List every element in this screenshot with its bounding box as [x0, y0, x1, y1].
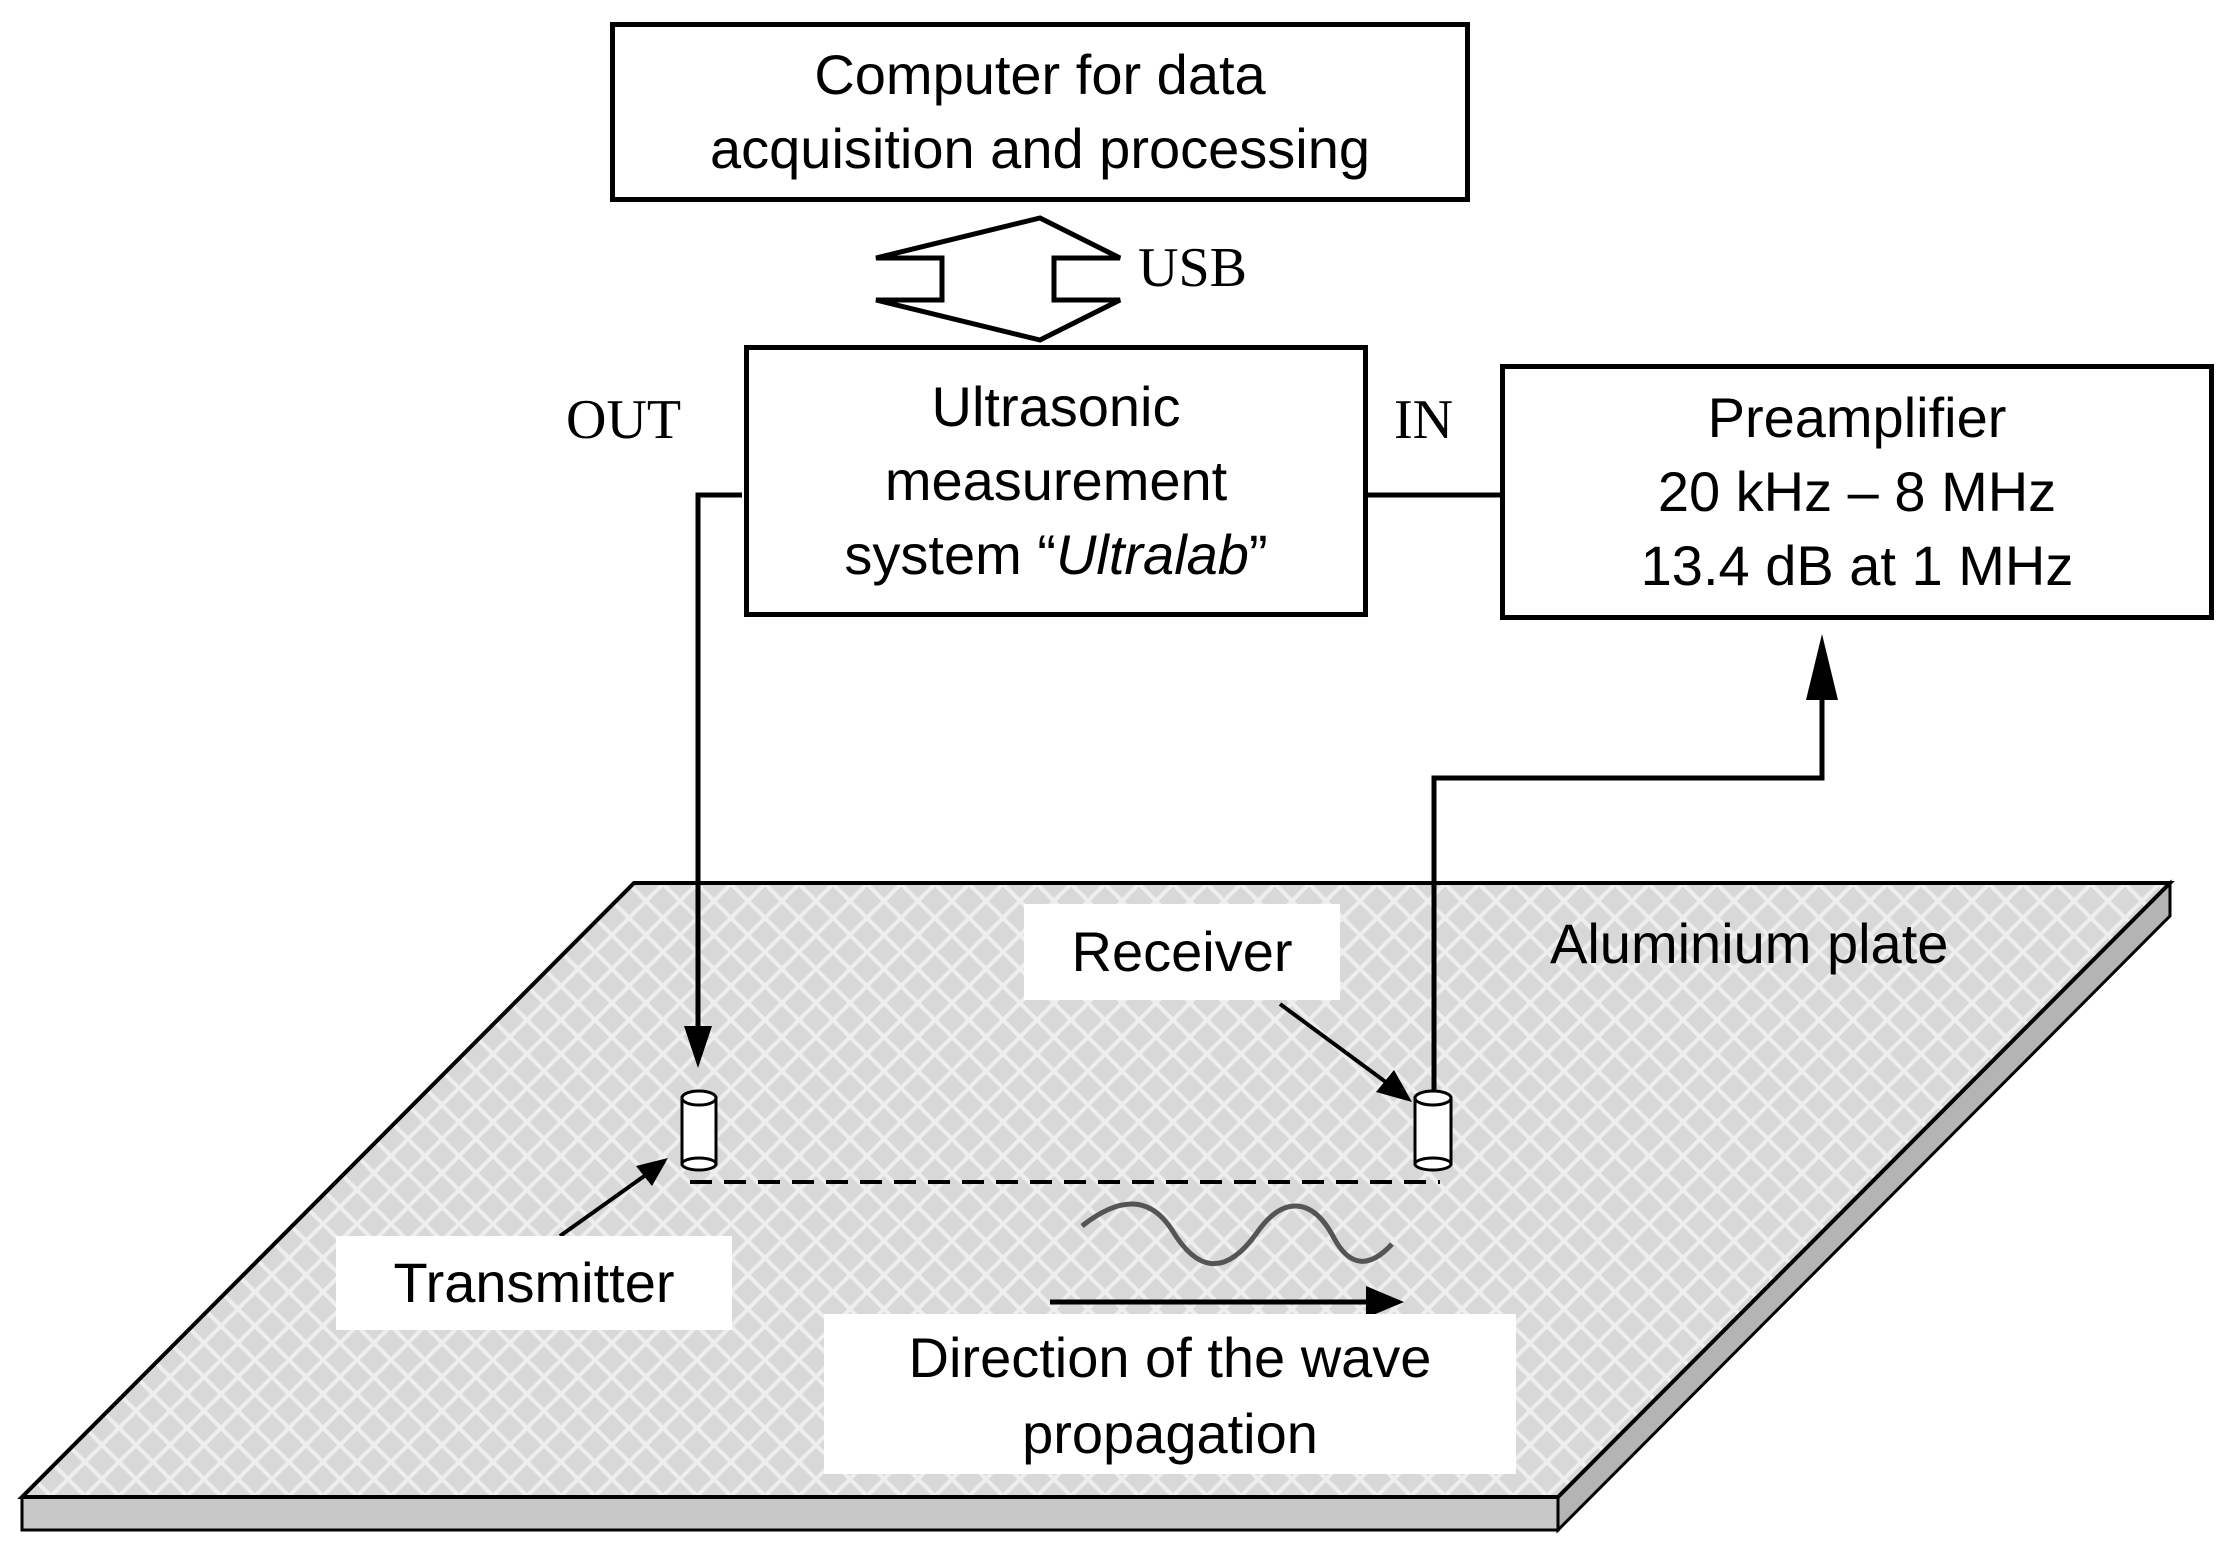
out-wire-arrowhead: [684, 1026, 712, 1068]
computer-label-line1: Computer for data: [814, 43, 1266, 106]
preamplifier-label-line2: 20 kHz – 8 MHz: [1657, 460, 2057, 523]
direction-label-line2: propagation: [1022, 1402, 1318, 1465]
out-label: OUT: [566, 389, 682, 451]
computer-label-line2: acquisition and processing: [710, 117, 1370, 180]
receiver-wire-arrowhead: [1806, 634, 1838, 700]
receiver-sensor: [1413, 1089, 1453, 1172]
ultralab-name: Ultralab: [1055, 523, 1249, 586]
preamplifier-label-line3: 13.4 dB at 1 MHz: [1640, 534, 2074, 597]
receiver-label: Receiver: [1024, 904, 1340, 1000]
receiver-wire: [1431, 690, 1825, 1092]
preamplifier-box: Preamplifier 20 kHz – 8 MHz 13.4 dB at 1…: [1500, 364, 2214, 620]
direction-label-line1: Direction of the wave: [908, 1326, 1432, 1389]
transmitter-sensor: [680, 1089, 718, 1172]
computer-box: Computer for data acquisition and proces…: [610, 22, 1470, 202]
out-wire: [695, 492, 742, 1040]
ultralab-label-line1: Ultrasonic: [931, 375, 1181, 438]
wave-icon: [1080, 1201, 1394, 1266]
ultralab-box: Ultrasonic measurement system “Ultralab”: [744, 345, 1368, 617]
preamplifier-label-line1: Preamplifier: [1707, 386, 2007, 449]
ultralab-label-line2: measurement: [884, 449, 1228, 512]
usb-label: USB: [1138, 237, 1247, 299]
in-label: IN: [1394, 389, 1454, 451]
receiver-pointer-arrow: [1278, 1002, 1404, 1096]
transmitter-label: Transmitter: [336, 1236, 732, 1330]
direction-label: Direction of the wave propagation: [824, 1314, 1516, 1474]
aluminium-plate: [17, 879, 2175, 1534]
ultralab-label-line3: system “Ultralab”: [844, 523, 1268, 586]
aluminium-plate-label: Aluminium plate: [1550, 912, 1949, 975]
